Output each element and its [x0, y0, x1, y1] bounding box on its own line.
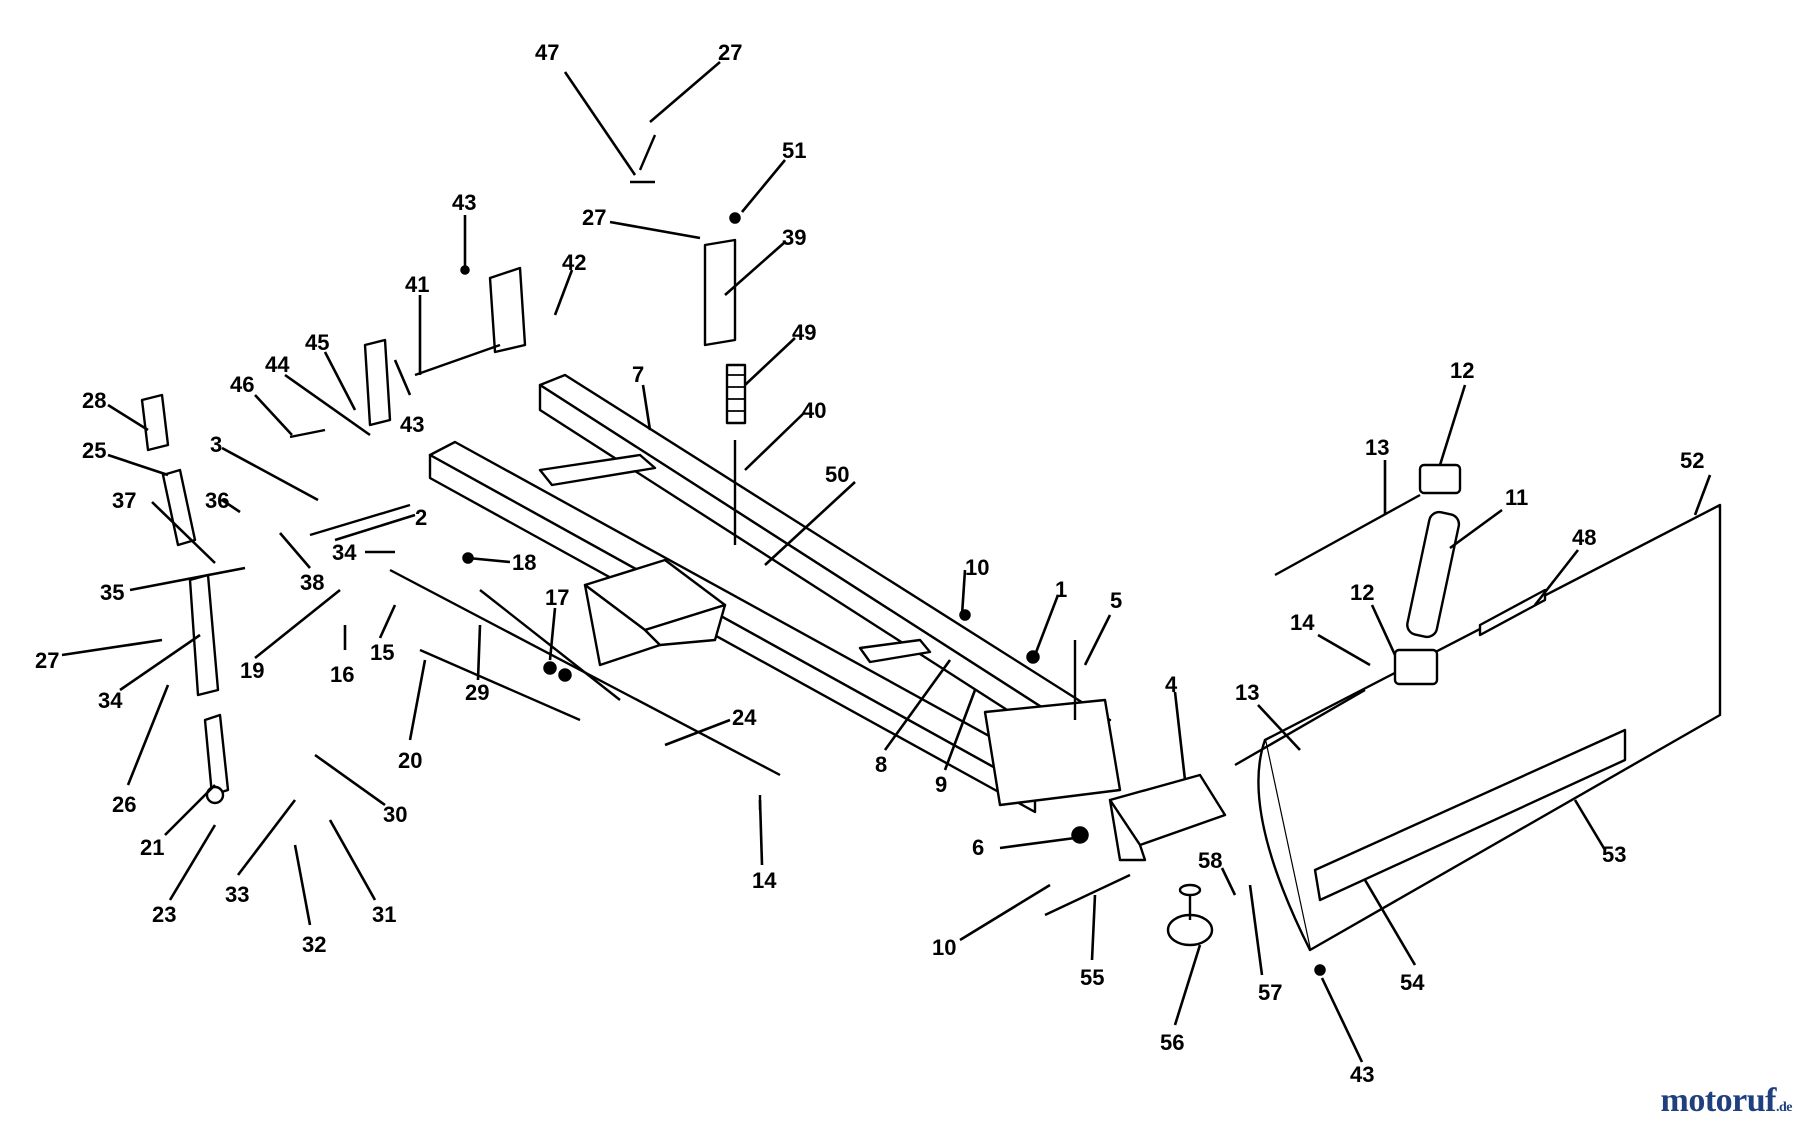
leader-lines: [61, 61, 1712, 1063]
watermark-tld: .de: [1776, 1100, 1793, 1115]
callout-39: 39: [782, 225, 806, 250]
callout-23: 23: [152, 902, 176, 927]
callout-24: 24: [732, 705, 757, 730]
callout-34: 34: [332, 540, 357, 565]
callout-13: 13: [1365, 435, 1389, 460]
lever-assembly-left: [140, 393, 230, 805]
callout-52: 52: [1680, 448, 1704, 473]
callout-8: 8: [875, 752, 887, 777]
callout-44: 44: [265, 352, 290, 377]
callout-19: 19: [240, 658, 264, 683]
callout-1: 1: [1055, 577, 1067, 602]
callout-10: 10: [932, 935, 956, 960]
callout-56: 56: [1160, 1030, 1184, 1055]
callout-13: 13: [1235, 680, 1259, 705]
callout-7: 7: [632, 362, 644, 387]
callout-40: 40: [802, 398, 826, 423]
frame-bracket-housing: [583, 558, 727, 667]
push-rods: [309, 503, 781, 777]
callout-26: 26: [112, 792, 136, 817]
callout-43: 43: [452, 190, 476, 215]
callout-57: 57: [1258, 980, 1282, 1005]
callout-54: 54: [1400, 970, 1425, 995]
callout-numbers: 47 27 51 27 39 43 42 41 49 7 40 45 44 46…: [35, 40, 1704, 1087]
callout-6: 6: [972, 835, 984, 860]
callout-31: 31: [372, 902, 396, 927]
callout-11: 11: [1505, 485, 1528, 510]
watermark-main: motoruf: [1660, 1082, 1777, 1119]
callout-20: 20: [398, 748, 422, 773]
callout-12: 12: [1450, 358, 1474, 383]
callout-51: 51: [782, 138, 806, 163]
callout-10: 10: [965, 555, 989, 580]
pins-rods-13: [1044, 493, 1421, 917]
callout-29: 29: [465, 680, 489, 705]
callout-32: 32: [302, 932, 326, 957]
callout-14: 14: [1290, 610, 1315, 635]
callout-15: 15: [370, 640, 394, 665]
callout-12: 12: [1350, 580, 1374, 605]
callout-47: 47: [535, 40, 559, 65]
callout-38: 38: [300, 570, 324, 595]
callout-33: 33: [225, 882, 249, 907]
lift-rod-and-spring: [703, 238, 747, 545]
skid-shoe-56: [1166, 883, 1214, 947]
pivot-bracket-4: [1108, 773, 1227, 862]
callout-21: 21: [140, 835, 164, 860]
frame-a-frame: [428, 373, 1122, 814]
callout-2: 2: [415, 505, 427, 530]
callout-14: 14: [752, 868, 777, 893]
callout-58: 58: [1198, 848, 1222, 873]
callout-3: 3: [210, 432, 222, 457]
callout-36: 36: [205, 488, 229, 513]
callout-55: 55: [1080, 965, 1104, 990]
callout-41: 41: [405, 272, 429, 297]
callout-17: 17: [545, 585, 569, 610]
blade-assembly: [1257, 503, 1722, 952]
callout-30: 30: [383, 802, 407, 827]
callout-53: 53: [1602, 842, 1626, 867]
callout-27: 27: [35, 648, 59, 673]
callout-50: 50: [825, 462, 849, 487]
upper-bracket-41: [363, 266, 527, 427]
callout-18: 18: [512, 550, 536, 575]
callout-25: 25: [82, 438, 106, 463]
callout-43: 43: [1350, 1062, 1374, 1087]
callout-45: 45: [305, 330, 329, 355]
callout-35: 35: [100, 580, 124, 605]
callout-5: 5: [1110, 588, 1122, 613]
callout-43: 43: [400, 412, 424, 437]
callout-27: 27: [582, 205, 606, 230]
callout-37: 37: [112, 488, 136, 513]
callout-16: 16: [330, 662, 354, 687]
callout-9: 9: [935, 772, 947, 797]
small-hardware: [289, 134, 1326, 976]
callout-49: 49: [792, 320, 816, 345]
watermark-logo: motoruf.de: [1660, 1082, 1793, 1120]
callout-27: 27: [718, 40, 742, 65]
callout-46: 46: [230, 372, 254, 397]
callout-34: 34: [98, 688, 123, 713]
callout-48: 48: [1572, 525, 1596, 550]
callout-42: 42: [562, 250, 586, 275]
callout-4: 4: [1165, 672, 1178, 697]
callout-28: 28: [82, 388, 106, 413]
